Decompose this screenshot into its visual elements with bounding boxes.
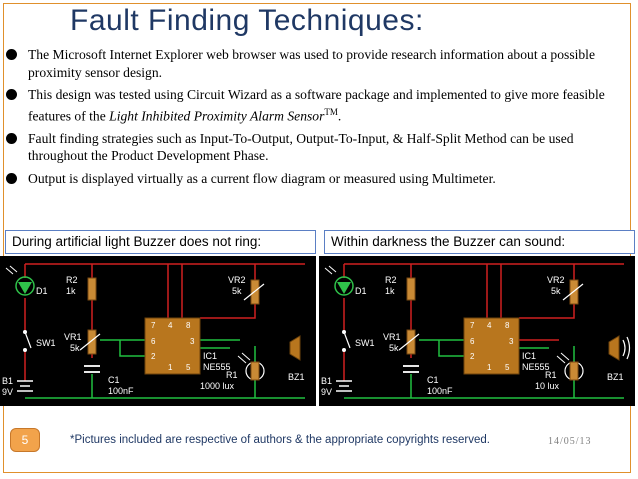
label-c1: C1 <box>108 375 120 385</box>
label-ic1-value: NE555 <box>522 362 550 372</box>
label-c1-value: 100nF <box>427 386 453 396</box>
ic-chip-icon <box>144 317 201 375</box>
bullet-item: The Microsoft Internet Explorer web brow… <box>6 46 616 81</box>
label-vr1: VR1 <box>64 332 82 342</box>
bullet-dot-icon <box>6 89 17 100</box>
circuit-diagram-dark: D1 R2 1k VR2 5k VR1 5k SW1 B1 9V C1 100n… <box>319 256 635 406</box>
bullet-item: Fault finding strategies such as Input-T… <box>6 130 616 165</box>
product-name: Light Inhibited Proximity Alarm Sensor <box>109 108 325 124</box>
ic-chip-icon <box>463 317 520 375</box>
label-sw1: SW1 <box>36 338 56 348</box>
pin-label: 1 <box>487 363 492 372</box>
pin-label: 7 <box>151 321 156 330</box>
bullet-dot-icon <box>6 172 17 184</box>
label-bz1: BZ1 <box>607 372 624 382</box>
label-ic1: IC1 <box>522 351 536 361</box>
label-r1: R1 <box>545 370 557 380</box>
bullet-item: Output is displayed virtually as a curre… <box>6 170 616 188</box>
bullet-dot-icon <box>6 132 17 144</box>
label-r1: R1 <box>226 370 238 380</box>
bullet-item: This design was tested using Circuit Wiz… <box>6 86 616 125</box>
label-vr1-value: 5k <box>70 343 80 353</box>
pin-label: 5 <box>505 363 510 372</box>
pin-label: 8 <box>186 321 191 330</box>
bullet-text: The Microsoft Internet Explorer web brow… <box>28 47 595 80</box>
pin-label: 7 <box>470 321 475 330</box>
led-icon <box>18 282 32 294</box>
buzzer-icon <box>289 335 301 361</box>
resistor-icon <box>87 277 97 301</box>
potentiometer-icon <box>406 329 416 355</box>
slide-date: 14/05/13 <box>548 436 592 447</box>
circuit-diagram-light: D1 R2 1k VR2 5k VR1 5k SW1 B1 9V C1 100n… <box>0 256 316 406</box>
label-vr2: VR2 <box>547 275 565 285</box>
trademark-mark: TM <box>324 106 338 117</box>
label-d1: D1 <box>355 286 367 296</box>
label-b1: B1 <box>2 376 13 386</box>
pin-label: 3 <box>190 337 195 346</box>
pin-label: 4 <box>168 321 173 330</box>
label-r2: R2 <box>66 275 78 285</box>
pin-label: 2 <box>151 352 156 361</box>
label-vr2-value: 5k <box>551 286 561 296</box>
label-r1-value: 1000 lux <box>200 381 235 391</box>
label-vr1-value: 5k <box>389 343 399 353</box>
label-ic1-value: NE555 <box>203 362 231 372</box>
led-icon <box>337 282 351 294</box>
label-ic1: IC1 <box>203 351 217 361</box>
pin-label: 3 <box>509 337 514 346</box>
bullet-text: This design was tested using Circuit Wiz… <box>28 87 605 124</box>
label-r2: R2 <box>385 275 397 285</box>
circuit-svg: D1 R2 1k VR2 5k VR1 5k SW1 B1 9V C1 100n… <box>2 263 305 399</box>
pin-label: 4 <box>487 321 492 330</box>
pin-label: 2 <box>470 352 475 361</box>
bullet-dot-icon <box>6 49 17 60</box>
slide-title: Fault Finding Techniques: <box>70 4 424 37</box>
pin-label: 1 <box>168 363 173 372</box>
sound-wave-icon <box>622 339 626 357</box>
potentiometer-icon <box>569 279 579 305</box>
label-vr2-value: 5k <box>232 286 242 296</box>
label-sw1: SW1 <box>355 338 375 348</box>
label-r2-value: 1k <box>66 286 76 296</box>
label-c1: C1 <box>427 375 439 385</box>
caption-artificial-light: During artificial light Buzzer does not … <box>5 230 316 254</box>
label-r2-value: 1k <box>385 286 395 296</box>
potentiometer-icon <box>250 279 260 305</box>
page-number-badge: 5 <box>10 428 40 452</box>
circuit-svg: D1 R2 1k VR2 5k VR1 5k SW1 B1 9V C1 100n… <box>321 263 631 399</box>
buzzer-icon <box>608 335 620 361</box>
pin-label: 5 <box>186 363 191 372</box>
bullet-text-end: . <box>337 108 342 124</box>
pin-label: 8 <box>505 321 510 330</box>
label-vr2: VR2 <box>228 275 246 285</box>
label-d1: D1 <box>36 286 48 296</box>
caption-darkness: Within darkness the Buzzer can sound: <box>324 230 635 254</box>
pin-label: 6 <box>470 337 475 346</box>
label-r1-value: 10 lux <box>535 381 560 391</box>
label-b1-value: 9V <box>321 387 332 397</box>
label-b1: B1 <box>321 376 332 386</box>
label-b1-value: 9V <box>2 387 13 397</box>
bullet-text: Output is displayed virtually as a curre… <box>28 170 496 186</box>
resistor-icon <box>406 277 416 301</box>
label-bz1: BZ1 <box>288 372 305 382</box>
copyright-note: *Pictures included are respective of aut… <box>70 434 490 446</box>
pin-label: 6 <box>151 337 156 346</box>
bullet-text: Fault finding strategies such as Input-T… <box>28 130 574 164</box>
potentiometer-icon <box>87 329 97 355</box>
label-c1-value: 100nF <box>108 386 134 396</box>
label-vr1: VR1 <box>383 332 401 342</box>
bullet-list: The Microsoft Internet Explorer web brow… <box>6 46 616 192</box>
